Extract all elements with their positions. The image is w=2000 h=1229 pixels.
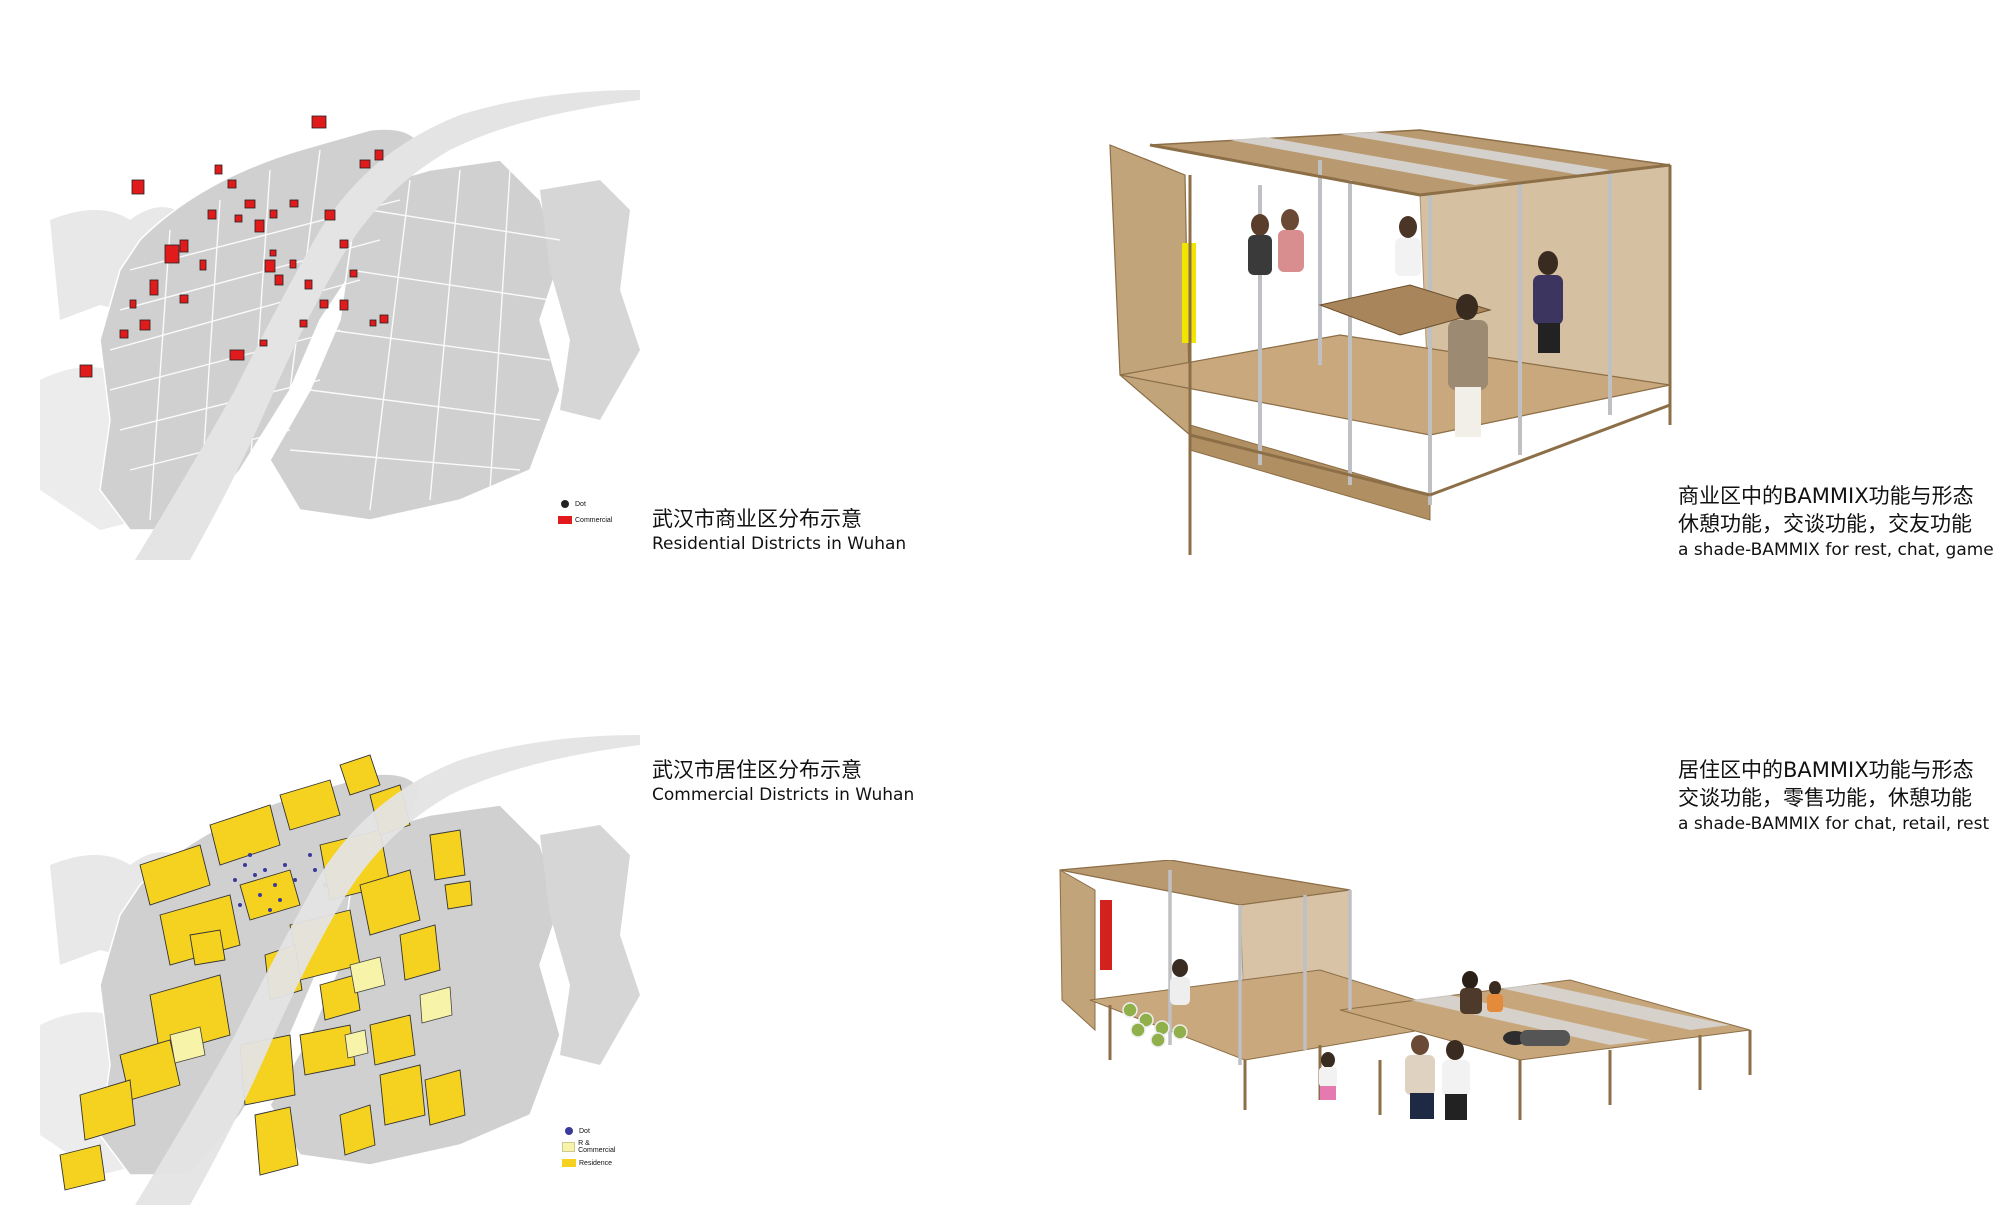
commercial-bammix-caption: 商业区中的BAMMIX功能与形态 休憩功能，交谈功能，交友功能 a shade-… (1678, 482, 1994, 562)
side-screen-left (1109, 144, 1191, 437)
legend-r-commercial-swatch (562, 1142, 576, 1152)
caption-cn: 武汉市商业区分布示意 (652, 507, 862, 531)
side-screen-left (1059, 869, 1096, 1032)
commercial-parcels (79, 115, 389, 378)
legend-dot-swatch (561, 500, 569, 508)
legend-label: Dot (575, 500, 586, 508)
map-blocks-right (269, 159, 561, 521)
table (1318, 284, 1492, 336)
people (1248, 209, 1563, 437)
legend-item-dot: Dot (562, 1123, 618, 1139)
poles (1168, 870, 1352, 1065)
legend-item-r-commercial: R & Commercial (562, 1139, 618, 1155)
food-plates (1122, 1002, 1188, 1048)
caption-en: a shade-BAMMIX for rest, chat, game (1678, 539, 1994, 560)
commercial-bammix-render (1109, 129, 1672, 555)
residential-map (40, 735, 640, 1205)
commercial-map-legend: Dot Commercial (558, 496, 612, 528)
map-river (135, 90, 640, 560)
legend-label: Dot (579, 1127, 590, 1135)
residential-map-caption: 武汉市居住区分布示意 Commercial Districts in Wuhan (652, 756, 914, 807)
legend-dot-swatch (565, 1127, 573, 1135)
caption-cn-line1: 居住区中的BAMMIX功能与形态 (1678, 758, 1974, 782)
legend-item-dot: Dot (558, 496, 612, 512)
legend-item-residence: Residence (562, 1155, 618, 1171)
legend-label: R & Commercial (578, 1140, 616, 1154)
caption-cn-line2: 交谈功能，零售功能，休憩功能 (1678, 786, 1972, 811)
people (1170, 959, 1570, 1120)
map-blocks-east (540, 180, 640, 420)
legend-residence-swatch (562, 1159, 576, 1167)
legend-label: Commercial (575, 516, 613, 524)
caption-cn: 武汉市居住区分布示意 (652, 758, 862, 782)
commercial-map (40, 90, 640, 560)
roof-strip (1230, 137, 1510, 185)
map-blocks-east (540, 825, 640, 1065)
caption-cn-line2: 休憩功能，交谈功能，交友功能 (1678, 512, 1972, 537)
map-river (135, 735, 640, 1205)
floor-deck-front (1189, 424, 1431, 521)
red-banner (1100, 900, 1112, 970)
r-commercial-parcels (169, 956, 453, 1064)
legend-label: Residence (579, 1159, 613, 1167)
deck-strip (1500, 984, 1730, 1030)
residential-bammix-render (1059, 860, 1752, 1120)
residential-bammix-caption: 居住区中的BAMMIX功能与形态 交谈功能，零售功能，休憩功能 a shade-… (1678, 756, 1989, 836)
bamboo-frame (1149, 143, 1672, 555)
caption-en: Commercial Districts in Wuhan (652, 785, 915, 806)
legend-commercial-swatch (558, 516, 572, 524)
roof-strip (1340, 132, 1610, 175)
caption-cn-line1: 商业区中的BAMMIX功能与形态 (1678, 484, 1974, 508)
caption-en: Residential Districts in Wuhan (652, 534, 907, 555)
caption-en: a shade-BAMMIX for chat, retail, rest (1678, 813, 1990, 834)
residential-map-legend: Dot R & Commercial Residence (562, 1123, 618, 1171)
legend-item-commercial: Commercial (558, 512, 612, 528)
commercial-map-caption: 武汉市商业区分布示意 Residential Districts in Wuha… (652, 505, 906, 556)
